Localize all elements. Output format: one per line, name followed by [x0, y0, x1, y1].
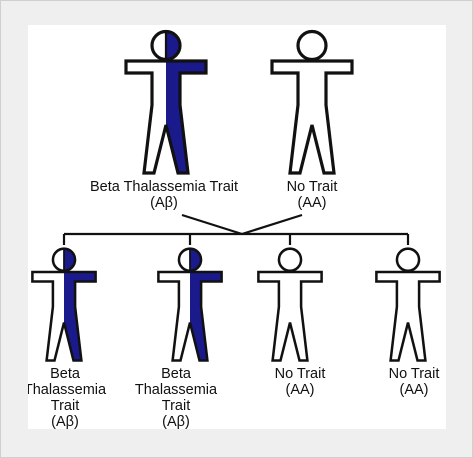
- inheritance-diagram: Beta Thalassemia Trait (Aβ) No Trait (AA…: [28, 25, 446, 429]
- trait-fill-shape: [64, 272, 96, 361]
- parent-carrier-figure: [124, 29, 208, 175]
- parent-normal-label: No Trait (AA): [264, 179, 360, 211]
- parent-connector-right: [241, 213, 303, 236]
- label-line: Beta: [161, 366, 191, 382]
- person-head-bg: [396, 248, 420, 271]
- person-body-icon: [375, 270, 441, 362]
- label-line: Beta Thalassemia Trait: [89, 179, 239, 195]
- person-body-icon: [124, 59, 208, 175]
- person-body-icon: [257, 270, 323, 362]
- label-line: Trait: [50, 398, 80, 414]
- child-3-figure: [257, 247, 323, 362]
- person-head-icon: [277, 247, 303, 273]
- person-head-icon: [150, 29, 182, 62]
- parent-normal-figure: [270, 29, 354, 175]
- child-1-figure: [31, 247, 97, 362]
- child-4-label: No Trait (AA): [366, 366, 446, 398]
- parent-connector-left: [181, 213, 243, 236]
- person-head-icon: [395, 247, 421, 273]
- person-head-icon: [177, 247, 203, 273]
- label-line: Trait: [161, 398, 191, 414]
- label-line: Thalassemia: [134, 382, 218, 398]
- trait-fill-shape: [166, 61, 206, 173]
- person-body-icon: [157, 270, 223, 362]
- diagram-canvas: [31, 29, 441, 362]
- label-line: (Aβ): [51, 414, 79, 429]
- label-line: Thalassemia: [28, 382, 107, 398]
- child-4-figure: [375, 247, 441, 362]
- label-line: No Trait: [286, 179, 338, 195]
- child-1-label: Beta Thalassemia Trait (Aβ): [28, 366, 115, 429]
- person-body-icon: [31, 270, 97, 362]
- label-line: (Aβ): [150, 195, 178, 211]
- label-line: (AA): [399, 382, 429, 398]
- label-line: (AA): [297, 195, 327, 211]
- label-line: Beta: [50, 366, 80, 382]
- person-head-icon: [296, 29, 328, 62]
- person-head-bg: [278, 248, 302, 271]
- child-2-figure: [157, 247, 223, 362]
- child-2-label: Beta Thalassemia Trait (Aβ): [126, 366, 226, 429]
- person-head-icon: [51, 247, 77, 273]
- label-line: (Aβ): [162, 414, 190, 429]
- label-line: (AA): [285, 382, 315, 398]
- trait-fill-shape: [190, 272, 222, 361]
- person-body-icon: [270, 59, 354, 175]
- child-3-label: No Trait (AA): [252, 366, 348, 398]
- person-head-bg: [298, 31, 326, 60]
- parent-carrier-label: Beta Thalassemia Trait (Aβ): [74, 179, 254, 211]
- label-line: No Trait: [388, 366, 440, 382]
- label-line: No Trait: [274, 366, 326, 382]
